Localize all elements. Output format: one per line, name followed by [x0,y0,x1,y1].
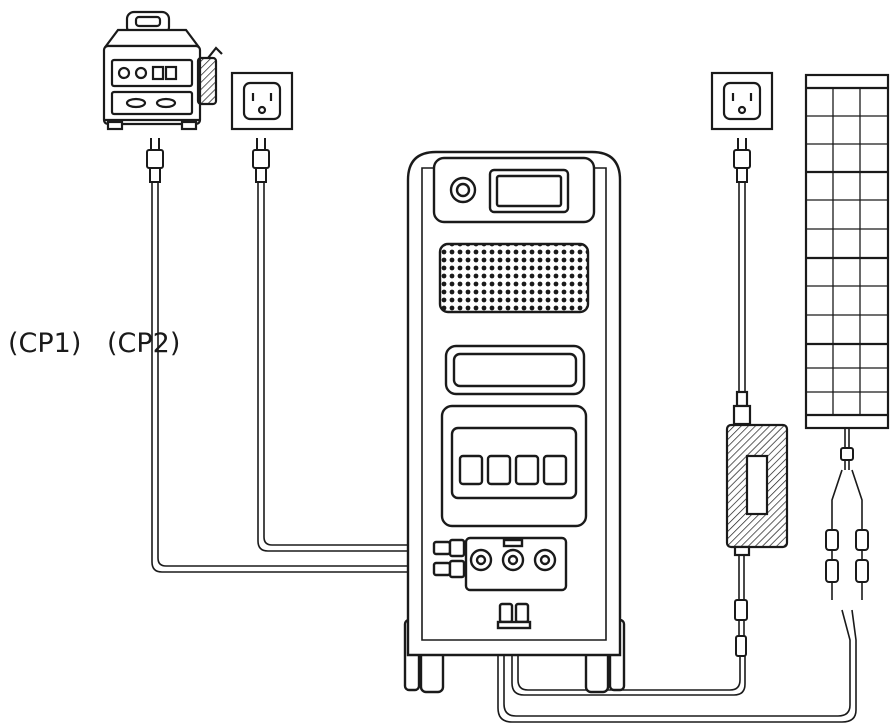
cp1-label: (CP1) [8,328,82,359]
solar-panel-icon [804,73,890,430]
wall-outlet-right-icon [710,71,774,131]
generator-cable [151,182,434,573]
solar-mc4-connector-icon [825,447,869,583]
outlet-plug-left-icon [252,138,270,183]
wall-outlet-left-icon [230,71,294,131]
power-station-icon [403,150,626,694]
outlet-plug-right-icon [733,138,751,183]
power-adapter-icon [725,390,789,557]
wall-outlet-cable [257,182,434,552]
cp2-label: (CP2) [107,328,181,359]
gas-generator-icon [102,10,223,131]
adapter-input-cable [738,182,746,392]
adapter-dc-connector-icon [734,599,748,657]
adapter-output-cable [511,548,746,696]
generator-plug-icon [146,138,164,183]
